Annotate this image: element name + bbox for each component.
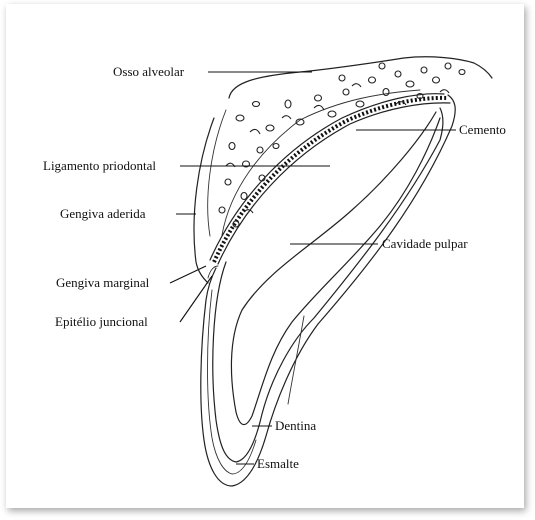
label-epitelio-juncional: Epitélio juncional: [55, 314, 148, 329]
label-gengiva-marginal: Gengiva marginal: [56, 275, 150, 290]
label-ligamento-periodontal: Ligamento priodontal: [43, 158, 156, 173]
leader-epitelio: [180, 276, 212, 322]
pulp-cavity: [231, 112, 440, 425]
label-esmalte: Esmalte: [257, 456, 299, 471]
label-osso-alveolar: Osso alveolar: [113, 64, 185, 79]
gingiva-upper-curve: [229, 57, 492, 98]
label-cavidade-pulpar: Cavidade pulpar: [382, 236, 468, 251]
tooth-outer: [201, 95, 455, 486]
label-cemento: Cemento: [459, 122, 506, 137]
label-gengiva-aderida: Gengiva aderida: [60, 206, 146, 221]
pulp-inner-line: [288, 316, 304, 404]
label-dentina: Dentina: [275, 418, 316, 433]
